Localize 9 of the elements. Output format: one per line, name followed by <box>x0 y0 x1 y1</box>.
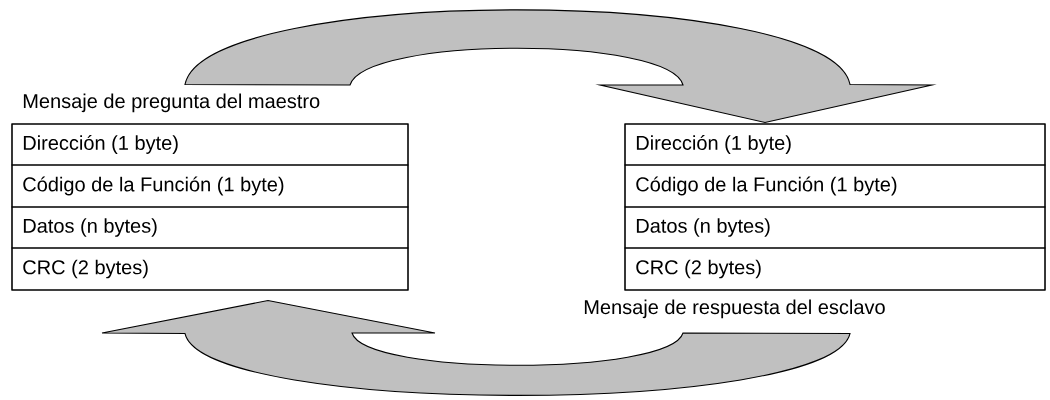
table-row: Código de la Función (1 byte) <box>624 164 1046 208</box>
table-row: Datos (n bytes) <box>624 206 1046 249</box>
table-row: Dirección (1 byte) <box>11 123 409 166</box>
table-heading: Mensaje de respuesta del esclavo <box>584 299 885 319</box>
table-row: CRC (2 bytes) <box>624 247 1046 291</box>
table-row: Dirección (1 byte) <box>624 123 1046 166</box>
table-row: Datos (n bytes) <box>11 206 409 249</box>
table-row: Código de la Función (1 byte) <box>11 164 409 208</box>
table-row: CRC (2 bytes) <box>11 247 409 291</box>
